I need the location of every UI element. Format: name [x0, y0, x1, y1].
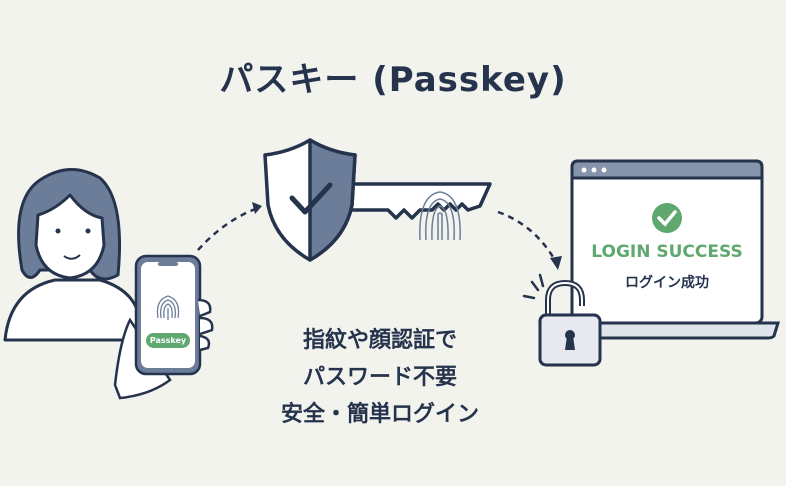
unlocked-padlock-icon [522, 273, 602, 367]
dashed-arrow-left [197, 206, 259, 251]
login-success-label: LOGIN SUCCESS [591, 242, 743, 262]
dashed-arrow-right [497, 210, 558, 263]
passkey-badge: Passkey [146, 333, 190, 348]
description: 指紋や顔認証で パスワード不要 安全・簡単ログイン [230, 322, 530, 433]
success-check-icon [652, 203, 682, 233]
page-title: パスキー (Passkey) [219, 60, 567, 100]
description-line: 安全・簡単ログイン [280, 402, 479, 427]
shield-key-icon [263, 138, 492, 262]
smartphone-icon [113, 254, 214, 400]
login-success-ja-label: ログイン成功 [625, 275, 709, 291]
fingerprint-icon [156, 295, 180, 320]
person-illustration [3, 168, 142, 342]
description-line: 指紋や顔認証で [302, 328, 457, 353]
description-line: パスワード不要 [302, 365, 457, 390]
